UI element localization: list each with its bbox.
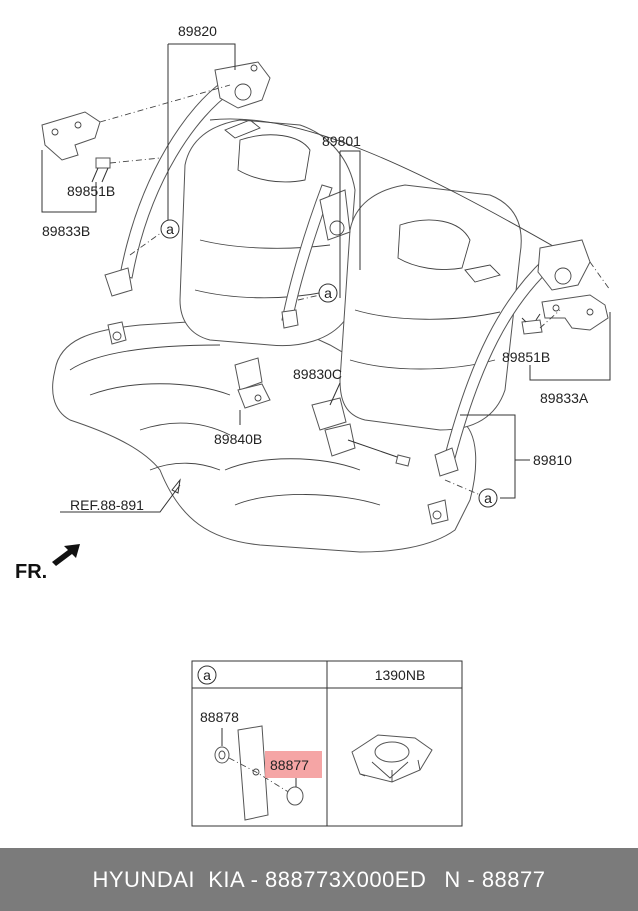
- bracket-89833a: [541, 294, 609, 331]
- buckle-89840b: [234, 357, 271, 409]
- label-89851b-left: 89851B: [67, 183, 115, 199]
- footer-bar: HYUNDAI KIA - 888773X000ED N - 88877: [0, 848, 638, 911]
- right-outer-belt: [427, 239, 591, 525]
- label-89810: 89810: [533, 452, 572, 468]
- label-89833a: 89833A: [540, 390, 589, 406]
- label-89820: 89820: [178, 23, 217, 39]
- left-outer-belt: [104, 61, 271, 345]
- label-88877: 88877: [270, 757, 309, 773]
- rear-seat-outline: [52, 118, 561, 553]
- label-fr: FR.: [15, 561, 47, 583]
- bolt-89851b-left: [91, 157, 111, 183]
- label-89801: 89801: [322, 133, 361, 149]
- front-arrow-icon: [52, 544, 80, 566]
- label-ref-88-891: REF.88-891: [70, 497, 144, 513]
- label-89830c: 89830C: [293, 366, 342, 382]
- callout-a-right: a: [478, 488, 498, 508]
- bolt-89851b-right: [521, 313, 543, 335]
- table-header-1390nb: 1390NB: [375, 667, 426, 683]
- detail-table: a 1390NB 88878 88877: [191, 660, 463, 827]
- label-89851b-right: 89851B: [502, 349, 550, 365]
- grommet-1390nb: [351, 734, 433, 783]
- svg-text:a: a: [166, 221, 174, 237]
- seat-belt-parts-diagram: a a a 89820 89801 89851B 89833B 89830C 8…: [15, 23, 611, 827]
- table-header-a: a: [197, 665, 217, 685]
- bracket-89833b: [41, 111, 101, 161]
- footer-part-code: N - 88877: [444, 866, 546, 892]
- callout-a-center: a: [318, 283, 338, 303]
- highlight-88877: [265, 751, 322, 778]
- buckle-89830c: [311, 397, 411, 467]
- svg-text:a: a: [324, 285, 332, 301]
- label-89833b: 89833B: [42, 223, 90, 239]
- callout-a-left: a: [160, 219, 180, 239]
- footer-part-number: HYUNDAI KIA - 888773X000ED: [92, 866, 427, 892]
- svg-text:a: a: [203, 667, 211, 683]
- svg-text:a: a: [484, 490, 492, 506]
- label-89840b: 89840B: [214, 431, 262, 447]
- center-belt: [281, 184, 351, 329]
- label-88878: 88878: [200, 709, 239, 725]
